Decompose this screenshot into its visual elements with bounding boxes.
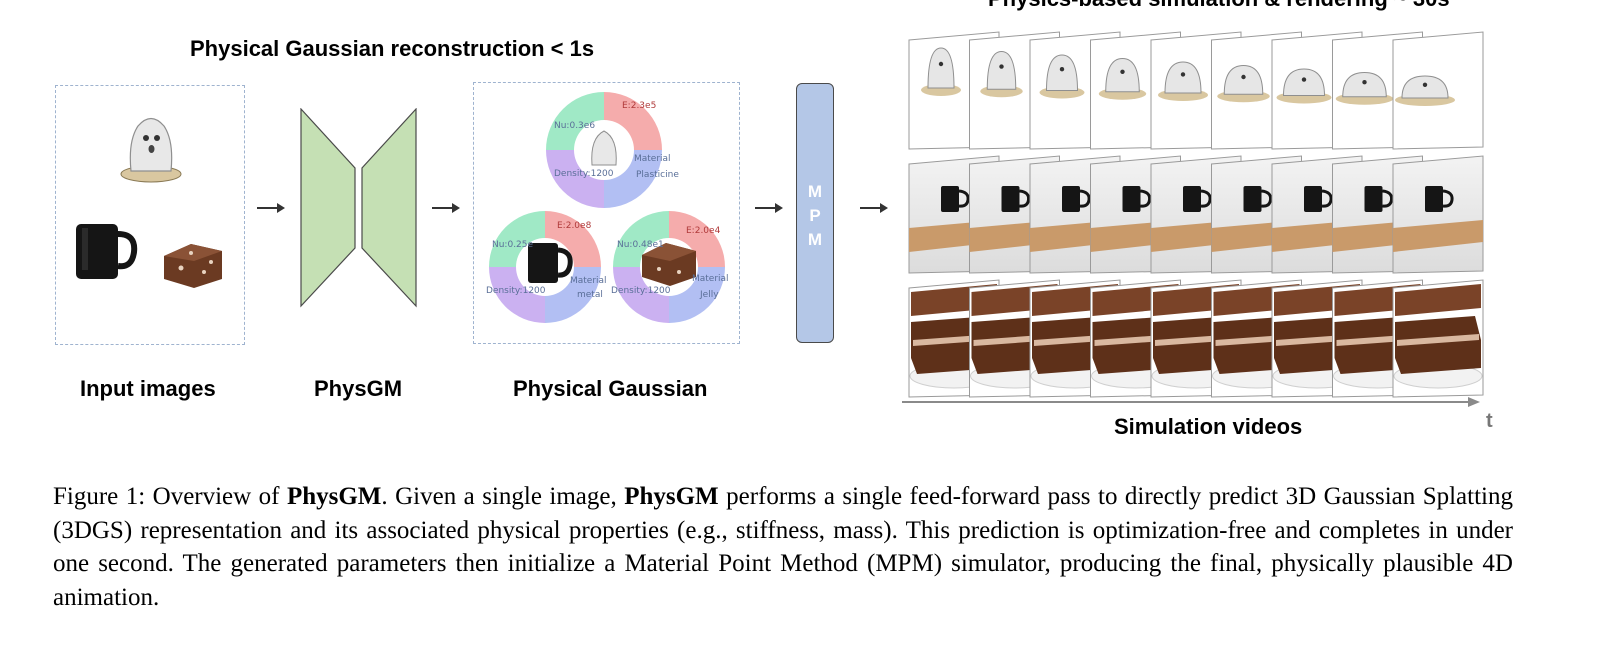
time-axis-label: t [1486, 410, 1493, 432]
ring-nu-label: Nu:0.3e6 [554, 121, 595, 131]
reconstruction-heading: Physical Gaussian reconstruction < 1s [190, 36, 595, 61]
ring-e-label: E:2.0e8 [557, 221, 592, 231]
ring-e-label: E:2.3e5 [622, 101, 656, 111]
caption-method-name: PhysGM [624, 483, 719, 510]
gaussian-rings: E:2.3e5 Nu:0.3e6 Material Plasticine Den… [486, 92, 729, 323]
mpm-block: M P M [796, 83, 834, 343]
arrow-right-icon [755, 203, 783, 213]
caption-method-name: PhysGM [286, 483, 382, 510]
ring-type-label: metal [577, 290, 603, 300]
caption-text: . Given a single image, [381, 483, 625, 510]
ring-type-label: Jelly [699, 290, 719, 300]
physical-gaussian-label: Physical Gaussian [513, 376, 708, 401]
ring-material-label: Material [570, 276, 607, 286]
caption-text: performs a single feed-forward pass to d… [53, 483, 1513, 611]
ring-nu-label: Nu:0.48e1 [617, 240, 664, 250]
gaussian-ring-jelly: E:2.0e4 Nu:0.48e1 Material Jelly Density… [611, 211, 729, 323]
figure-caption: Figure 1: Overview of PhysGM. Given a si… [53, 480, 1513, 614]
input-images-illustration [76, 117, 222, 288]
simulation-frame [1392, 279, 1484, 398]
arrow-right-icon [860, 203, 888, 213]
ring-type-label: Plasticine [636, 170, 679, 180]
simulation-videos-label: Simulation videos [1114, 414, 1303, 439]
ring-e-label: E:2.0e4 [686, 226, 721, 236]
physgm-model-diagram [300, 108, 417, 308]
simulation-frame [1392, 155, 1484, 274]
simulation-frame [1392, 31, 1484, 150]
caption-prefix: Figure 1: Overview of [53, 483, 287, 510]
ring-density-label: Density:1200 [486, 286, 546, 296]
simulation-heading: Physics-based simulation & rendering ~ 3… [988, 0, 1450, 12]
gaussian-ring-metal: E:2.0e8 Nu:0.25e Material metal Density:… [486, 211, 607, 323]
arrow-right-icon [257, 203, 285, 213]
input-images-panel [55, 85, 245, 345]
simulation-frames [908, 31, 1484, 398]
ring-material-label: Material [692, 274, 729, 284]
time-axis-arrow-icon [1468, 397, 1480, 407]
mpm-letter: M [807, 182, 823, 201]
mpm-letter: M [807, 230, 823, 249]
physgm-label: PhysGM [314, 376, 403, 401]
physical-gaussian-panel: E:2.3e5 Nu:0.3e6 Material Plasticine Den… [473, 82, 740, 344]
ring-material-label: Material [634, 154, 671, 164]
arrow-right-icon [432, 203, 460, 213]
input-images-label: Input images [80, 376, 216, 401]
ring-density-label: Density:1200 [611, 286, 671, 296]
gaussian-ring-plasticine: E:2.3e5 Nu:0.3e6 Material Plasticine Den… [546, 92, 679, 208]
time-axis: t [902, 397, 1493, 432]
mpm-letter: P [809, 206, 821, 225]
ring-nu-label: Nu:0.25e [492, 240, 534, 250]
ring-density-label: Density:1200 [554, 169, 614, 179]
